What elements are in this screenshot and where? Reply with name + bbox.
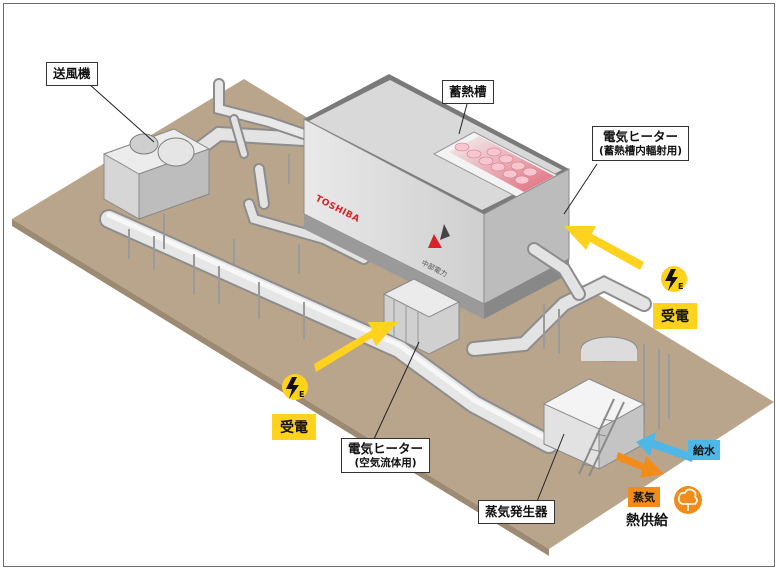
diagram-frame: E E TOSHIBA 中部電力 送風機 蓄熱槽 電気ヒーター (蓄熱槽内輻射用… [3,3,775,567]
power-in-left-label: 受電 [272,414,316,440]
svg-text:E: E [299,390,304,399]
lightning-e-icon-left: E [282,374,308,400]
water-feed-label: 給水 [688,440,720,460]
water-feed-arrow [636,432,694,462]
steam-arrow [616,452,664,478]
support-legs [128,154,305,339]
hot-air-ducts [466,242,652,357]
tree-cloud-icon [674,486,702,514]
steam-generator-label: 蒸気発生器 [478,500,555,524]
leader-lines [88,83,598,510]
radiant-heater-sub: (蓄熱槽内輻射用) [599,144,683,157]
fan-unit [102,128,211,220]
heat-supply-label: 熱供給 [626,513,668,529]
plant-illustration: E E [12,74,774,556]
steam-label: 蒸気 [628,487,660,507]
power-in-right-label: 受電 [653,303,697,329]
lightning-e-icon: E [661,266,687,292]
svg-text:E: E [678,282,683,291]
air-heater-sub: (空気流体用) [354,456,417,469]
storage-tank-label: 蓄熱槽 [442,80,494,104]
steam-generator-illustration [542,336,646,477]
fan-label: 送風機 [46,62,98,86]
air-heater-label: 電気ヒーター (空気流体用) [341,438,431,473]
main-air-duct [99,209,559,454]
air-heater-title: 電気ヒーター [348,441,424,456]
chubu-logo-icon [428,234,442,248]
air-heater-unit [382,278,461,355]
power-arrow-left [314,322,398,372]
radiant-heater-label: 電気ヒーター (蓄熱槽内輻射用) [592,126,690,161]
power-arrow-right [564,226,644,270]
radiant-heater-title: 電気ヒーター [603,129,679,144]
